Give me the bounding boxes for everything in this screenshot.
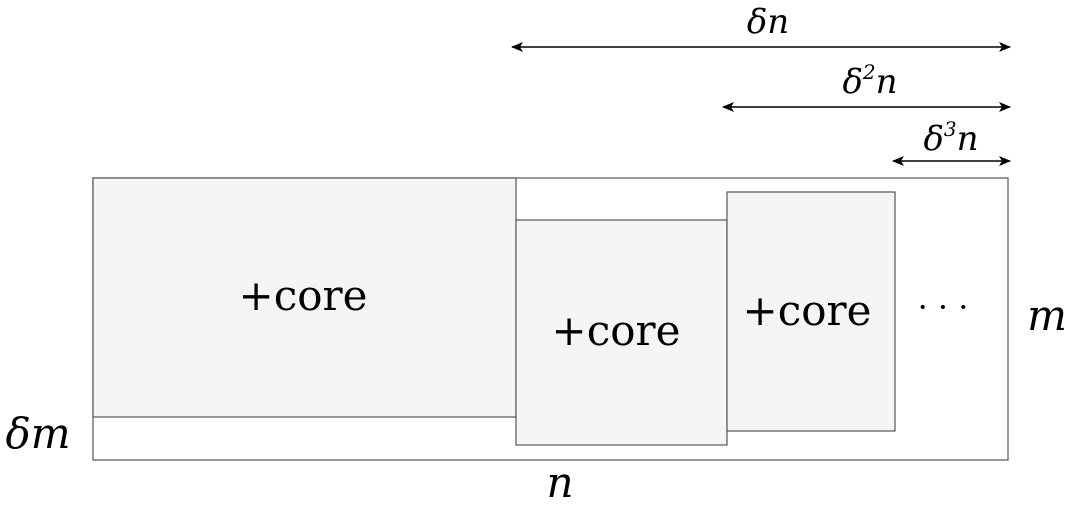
delta2-base: δ — [842, 62, 862, 102]
delta3-n-label: δ3n — [923, 117, 978, 159]
delta2-n-label: δ2n — [842, 60, 897, 102]
core-block-1 — [92, 177, 517, 418]
ellipsis-label: · · · — [918, 288, 969, 326]
m-label: m — [1027, 291, 1067, 340]
core-label-3: +core — [743, 286, 872, 335]
n-label: n — [546, 458, 573, 505]
delta2-tail: n — [876, 62, 898, 102]
delta-m-label: δm — [5, 409, 70, 458]
core-label-1: +core — [239, 271, 368, 320]
core-block-2 — [515, 219, 728, 446]
delta3-tail: n — [957, 119, 979, 159]
delta2-exponent: 2 — [862, 60, 876, 84]
core-label-2: +core — [552, 306, 681, 355]
delta-n-label: δn — [747, 2, 789, 42]
delta3-exponent: 3 — [944, 117, 957, 141]
delta3-base: δ — [923, 119, 943, 159]
core-block-3 — [726, 191, 896, 432]
